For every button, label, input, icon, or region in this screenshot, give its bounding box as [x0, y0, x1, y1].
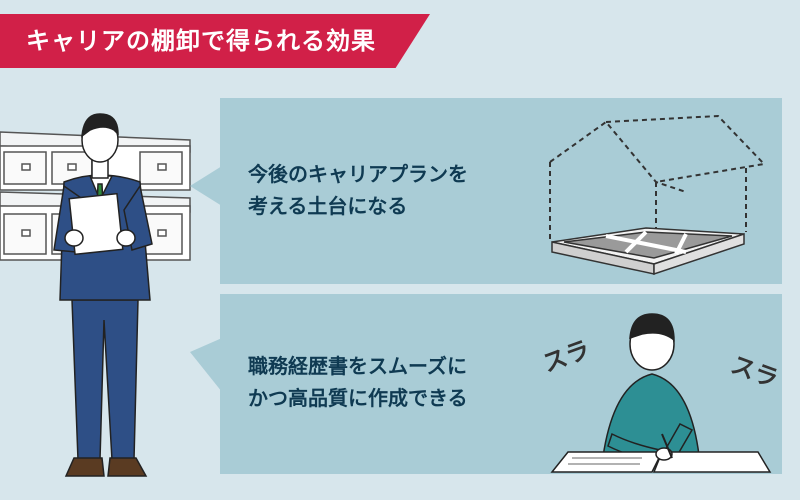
panel-text-line: 職務経歴書をスムーズに — [248, 354, 467, 378]
banner-title: キャリアの棚卸で得られる効果 — [26, 27, 376, 55]
man-icon — [53, 113, 153, 477]
man-with-clipboard-illustration — [0, 113, 191, 477]
sfx-right: スラ — [727, 351, 782, 394]
title-banner: キャリアの棚卸で得られる効果 — [0, 14, 430, 68]
sfx-left: スラ — [539, 335, 594, 378]
panel-text: 職務経歴書をスムーズに かつ高品質に作成できる — [248, 350, 468, 414]
effect-panel-resume: 職務経歴書をスムーズに かつ高品質に作成できる スラ スラ — [190, 294, 782, 474]
house-foundation-icon — [549, 114, 767, 276]
panel-text-line: 考える土台になる — [248, 194, 408, 218]
speech-tail — [190, 338, 222, 392]
writing-person-illustration: スラ スラ — [539, 313, 782, 473]
panel-text: 今後のキャリアプランを 考える土台になる — [248, 158, 468, 222]
effect-panel-career-plan: 今後のキャリアプランを 考える土台になる — [190, 98, 782, 284]
panel-text-line: かつ高品質に作成できる — [248, 386, 468, 410]
speech-tail — [190, 166, 222, 206]
panel-text-line: 今後のキャリアプランを — [248, 162, 468, 186]
